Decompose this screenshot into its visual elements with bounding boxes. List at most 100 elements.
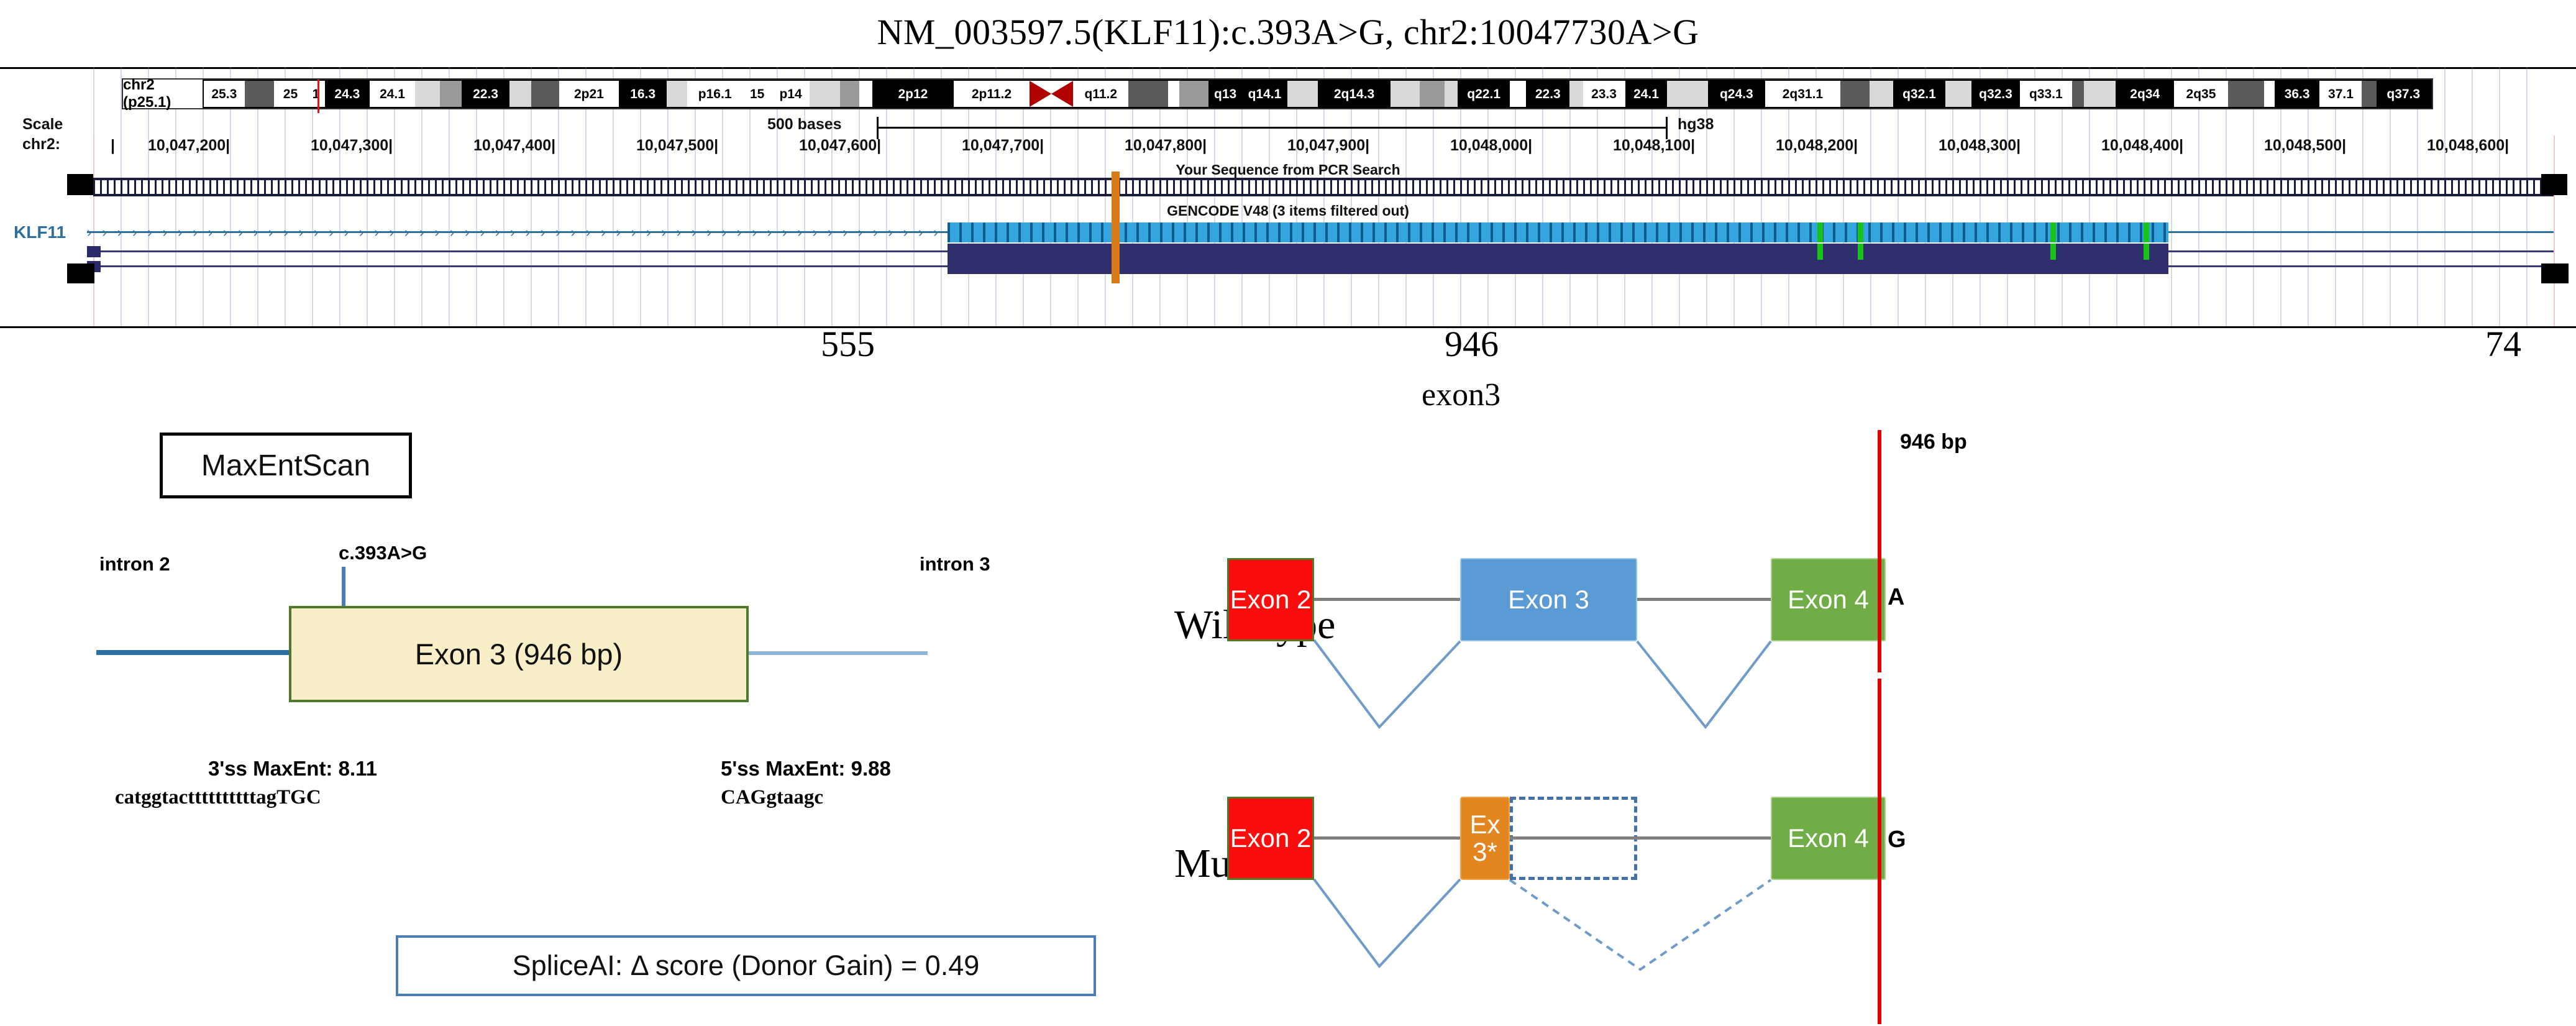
ideogram-band	[2227, 81, 2265, 107]
ideogram-band	[1569, 81, 1583, 107]
ideogram-band-label: 16.3	[630, 86, 656, 101]
browser-top-border	[0, 67, 2576, 69]
browser-right-guide	[2554, 135, 2555, 328]
refseq-left-cap	[67, 263, 94, 283]
genome-browser-panel[interactable]: chr2 (p25.1) 25.3 25 1 24.3 24.1 22.3 2p21 16.3…	[0, 67, 2576, 328]
maxent-intron-left-line	[96, 650, 290, 655]
ideogram-band	[439, 81, 462, 107]
ideogram-band: 2p21	[559, 81, 619, 107]
scale-label: Scale	[22, 116, 63, 133]
ideogram-band: q22.1	[1457, 81, 1510, 107]
ideogram-band	[1870, 81, 1893, 107]
ideogram-band	[840, 81, 859, 107]
refseq-exon-block[interactable]	[948, 259, 2168, 274]
ideogram-band	[1420, 81, 1445, 107]
ideogram-band	[531, 81, 559, 107]
ideogram-band: 2p11.2	[954, 81, 1030, 107]
gencode-exon-block[interactable]	[948, 222, 2168, 242]
ideogram-band-label: q24.3	[1719, 86, 1753, 101]
ideogram-band	[2072, 81, 2084, 107]
ideogram-band	[2083, 81, 2116, 107]
ruler-tick-label: 10,047,700|	[962, 137, 1044, 154]
splicing-diagram: Wild type Exon 2 Exon 3 Exon 4 Mutant Ex…	[1174, 430, 2576, 1026]
three-prime-ss-score: 3'ss MaxEnt: 8.11	[208, 757, 377, 780]
maxent-exon3-box: Exon 3 (946 bp)	[289, 606, 749, 702]
ideogram-band-label: 2p11.2	[971, 86, 1012, 101]
ideogram-band	[1510, 81, 1527, 107]
ideogram-band-label: q33.1	[2029, 86, 2063, 101]
ideogram-band-label: q32.1	[1902, 86, 1936, 101]
gencode-feature-highlight	[1858, 222, 1863, 242]
ideogram-band: 25	[273, 81, 308, 107]
ideogram-band: 24.1	[370, 81, 415, 107]
ideogram-band-label: 22.3	[1535, 86, 1561, 101]
ideogram-band: q37.3	[2376, 81, 2431, 107]
ideogram-band: 37.1	[2319, 81, 2362, 107]
ideogram-band-label: 25.3	[211, 86, 237, 101]
ideogram-band	[1667, 81, 1709, 107]
gene-name-label[interactable]: KLF11	[14, 222, 66, 242]
ideogram-band-label: 2p21	[573, 86, 604, 101]
ruler-tick-label: 10,047,400|	[473, 137, 556, 154]
ideogram-band-label: 2q31.1	[1782, 86, 1824, 101]
pcr-track-right-cap	[2541, 174, 2567, 195]
pcr-track-feature[interactable]	[93, 178, 2554, 196]
exon3-length-annotation: 946 bp	[1900, 430, 1967, 454]
chrom-axis-label: chr2:	[22, 135, 61, 153]
ideogram-band: 2q35	[2174, 81, 2228, 107]
intron-3-label: intron 3	[920, 553, 990, 575]
ideogram-band	[414, 81, 440, 107]
ideogram-band-label: q32.3	[1979, 86, 2012, 101]
wt-connector-2-3	[1314, 598, 1460, 601]
variant-line-wild-type	[1878, 430, 1881, 672]
refseq-exon-block[interactable]	[948, 244, 2168, 260]
ideogram-band: q24.3	[1708, 81, 1765, 107]
gencode-track-title: GENCODE V48 (3 items filtered out)	[1167, 203, 1409, 219]
scale-bar	[877, 127, 1668, 129]
exon-length-right: 74	[2485, 324, 2521, 364]
pcr-track-left-cap	[67, 174, 93, 195]
ideogram-band	[859, 81, 872, 107]
five-prime-ss-sequence: CAGgtaagc	[721, 786, 823, 808]
refseq-feature-highlight	[1858, 244, 1863, 260]
wt-exon-4-box: Exon 4	[1771, 558, 1886, 641]
ideogram-band-label: q11.2	[1084, 86, 1118, 101]
ideogram-band	[1444, 81, 1458, 107]
exon3-caption: exon3	[1422, 377, 1501, 413]
ruler-tick-label: 10,048,600|	[2427, 137, 2510, 154]
ideogram-band	[1945, 81, 1972, 107]
ruler-tick-label: 10,047,300|	[311, 137, 393, 154]
ruler-tick-label: 10,047,200|	[148, 137, 231, 154]
spliceai-score-box: SpliceAI: Δ score (Donor Gain) = 0.49	[396, 935, 1096, 996]
ideogram-band-label: q14.1	[1248, 86, 1282, 101]
ideogram-band	[810, 81, 841, 107]
intron-2-label: intron 2	[99, 553, 170, 575]
ruler-tick-label: 10,048,300|	[1939, 137, 2021, 154]
ideogram-band-label: 2p12	[898, 86, 928, 101]
ideogram-band-label: 24.1	[1633, 86, 1659, 101]
ideogram-band: 22.3	[1526, 81, 1570, 107]
chromosome-ideogram[interactable]: chr2 (p25.1) 25.3 25 1 24.3 24.1 22.3 2p21 16.3…	[122, 76, 2433, 113]
ideogram-band: 36.3	[2274, 81, 2320, 107]
mut-connector-2-3	[1314, 836, 1460, 840]
refseq-feature-highlight	[1817, 244, 1823, 260]
ideogram-band: 2q34	[2116, 81, 2175, 107]
ideogram-band-label: q22.1	[1467, 86, 1500, 101]
ideogram-band-label: 24.3	[334, 86, 360, 101]
ideogram-band-label: 1	[312, 86, 320, 101]
ideogram-band-label: q13	[1214, 86, 1237, 101]
ruler-tick-label: 10,047,900|	[1287, 137, 1370, 154]
ideogram-chrom-label: chr2 (p25.1)	[123, 76, 203, 111]
three-prime-ss-sequence: catggtacttttttttttagTGC	[115, 786, 321, 808]
browser-bottom-border	[0, 326, 2576, 328]
ideogram-band-label: 2q34	[2130, 86, 2160, 101]
ideogram-band	[1287, 81, 1318, 107]
maxent-intron-right-line	[747, 651, 928, 655]
refseq-feature-highlight	[2050, 244, 2056, 260]
ruler-tick-label: |	[111, 137, 115, 154]
ideogram-band	[244, 81, 274, 107]
ruler-tick-label: 10,048,100|	[1613, 137, 1696, 154]
ideogram-band	[1391, 81, 1420, 107]
ideogram-band: q33.1	[2019, 81, 2073, 107]
